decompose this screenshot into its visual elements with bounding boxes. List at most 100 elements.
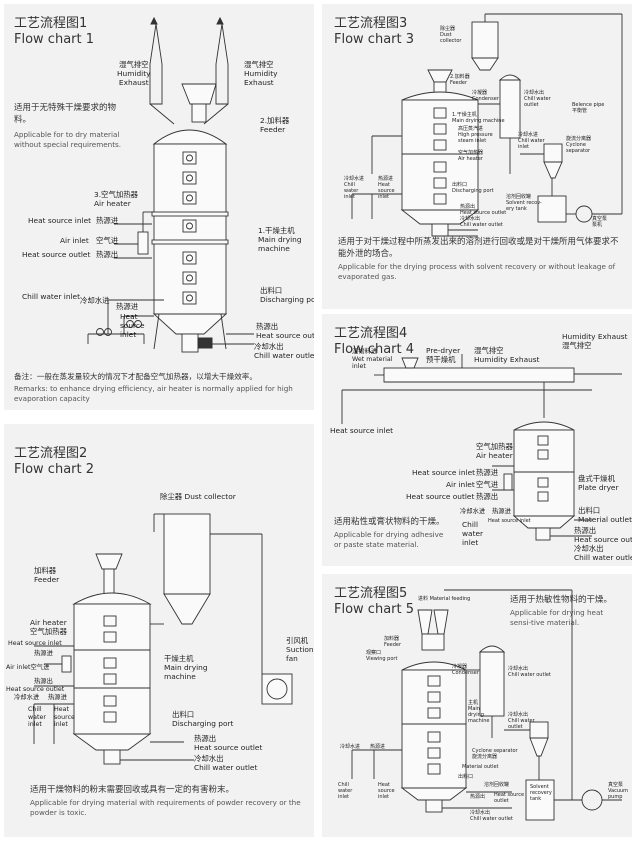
panel1-title-en: Flow chart 1 [14, 32, 95, 47]
p1-heat-source-inlet: Heat source inlet [28, 216, 92, 225]
p1-heat-source-outlet2: 热源出 Heat source outlet [256, 322, 314, 340]
p5-condenser: 冷凝器 Condenser [452, 664, 479, 676]
p2-chill-water-outlet: 冷却水出 Chill water outlet [194, 754, 258, 772]
panel5-title-cn: 工艺流程图5 [334, 586, 408, 601]
panel2-title-en: Flow chart 2 [14, 462, 95, 477]
p2-main-machine: 干燥主机 Main drying machine [164, 654, 208, 681]
panel4-diagram [341, 354, 622, 541]
p2-feeder: 加料器 Feeder [34, 566, 60, 584]
p2-heat-source-in-cn: 热源进 [48, 694, 67, 701]
panel-flow-chart-5: 工艺流程图5 Flow chart 5 适用于热敏性物料的干燥。 Applica… [322, 574, 632, 837]
p5-material-outlet: Material outlet [462, 764, 499, 770]
p2-air-inlet: Air inlet空气进 [6, 664, 50, 671]
p4-material-outlet: 出料口 Material outlet [578, 506, 632, 524]
panel5-desc-en: Applicable for drying heat sensi-tive ma… [510, 608, 604, 627]
p3-solvent-recovery: 溶剂回收罐 Solvent recov- ery tank [506, 194, 542, 212]
p3-dust-collector: 除尘器 Dust collector [440, 26, 462, 44]
p5-heat-source-outlet-cn: 热源出 [470, 794, 486, 800]
p3-chill-water-inlet-left: 冷却水进 Chill water inlet [344, 176, 365, 200]
p3-high-pressure-steam: 高压蒸汽进 High pressure steam inlet [458, 126, 493, 144]
p2-air-heater: Air heater 空气加热器 [30, 618, 67, 636]
p2-chill-water-inlet-cn: 冷却水进 [14, 694, 40, 701]
p5-heat-source-inlet: Heat source inlet [378, 782, 395, 800]
panel1-note-cn: 备注：一般在蒸发量较大的情况下才配备空气加热器，以增大干燥效率。 [14, 372, 257, 381]
panel-flow-chart-3: 工艺流程图3 Flow chart 3 [322, 4, 632, 309]
p4-humidity-exhaust-right: Humidity Exhaust 湿气排空 [562, 332, 628, 350]
p1-air-heater: 3.空气加热器 Air heater [94, 190, 139, 208]
p3-chill-water-outlet: 冷却水出 Chill water outlet [524, 90, 551, 108]
p4-humidity-exhaust: 湿气排空 Humidity Exhaust [474, 346, 540, 364]
p4-heat-source-inlet-top: Heat source inlet [330, 426, 394, 435]
panel2-desc-en: Applicable for drying material with requ… [30, 798, 301, 817]
panel1-title-cn: 工艺流程图1 [14, 16, 88, 31]
p1-heat-source-outlet: Heat source outlet [22, 250, 91, 259]
p3-cyclone: 旋流分离器 Cyclone separator [566, 136, 592, 154]
p5-cyclone: Cyclone separator 旋流分离器 [472, 748, 518, 760]
p2-dust-collector: 除尘器 Dust collector [160, 492, 236, 501]
panel-flow-chart-2: 工艺流程图2 Flow chart 2 [4, 424, 314, 837]
p2-chill-water-inlet: Chill water inlet [28, 706, 46, 728]
p5-heat-source-in-cn: 热源进 [370, 744, 386, 750]
p5-chill-water-inlet-cn: 冷却水进 [340, 744, 361, 750]
p1-humidity-exhaust-left: 湿气排空 Humidity Exhaust [117, 60, 151, 87]
panel3-title-en: Flow chart 3 [334, 32, 415, 47]
panel1-note-en: Remarks: to enhance drying efficiency, a… [14, 384, 293, 403]
p4-chill-water-outlet: 冷却水出 Chill water outlet [574, 544, 632, 562]
panel5-desc-cn: 适用于热敏性物料的干燥。 [510, 595, 613, 605]
p5-feeder: 加料器 Feeder [384, 636, 402, 648]
p4-heat-source-inlet-cn: 热源进 [476, 468, 499, 477]
p1-air-inlet-cn: 空气进 [96, 236, 119, 245]
p5-chill-water-outlet: 冷却水出 Chill water outlet [508, 666, 551, 678]
p4-heat-source-inlet-small: Heat source inlet [488, 518, 531, 524]
panel2-diagram [33, 513, 293, 765]
panel-flow-chart-1: 工艺流程图1 Flow chart 1 适用于无特殊干燥要求的物料。 Appli… [4, 4, 314, 410]
p5-discharge-port-cn: 出料口 [458, 774, 474, 780]
p5-chill-water-outlet2: 冷却水出 Chill water outlet [508, 712, 535, 730]
panel5-title-en: Flow chart 5 [334, 602, 415, 617]
p4-air-inlet: Air inlet [446, 480, 475, 489]
p5-chill-water-outlet3: 冷却水出 Chill water outlet [470, 810, 513, 822]
p3-chill-water-inlet: 冷却水进 Chill water inlet [518, 132, 545, 150]
panel1-diagram [87, 16, 254, 353]
p3-condenser: 冷凝器 Condenser [472, 90, 499, 102]
p3-air-heater: 空气加热器 Air heater [458, 150, 484, 162]
p4-air-heater: 空气加热器 Air heater [476, 442, 513, 460]
p3-balance-pipe: Belence pipe 平衡管 [572, 102, 605, 114]
p2-heat-source-inlet2: Heat source inlet [54, 706, 75, 728]
panel1-desc-en: Applicable for to dry material without s… [14, 130, 122, 149]
p1-main-machine: 1.干燥主机 Main drying machine [258, 226, 302, 253]
panel4-desc-cn: 适用粘性或膏状物料的干燥。 [334, 517, 445, 527]
panel2-title-cn: 工艺流程图2 [14, 446, 88, 461]
p1-air-inlet: Air inlet [60, 236, 89, 245]
p5-vacuum-pump: 真空泵 Vacuum pump [608, 782, 629, 800]
p5-main-machine: 主机 Main drying machine [468, 700, 490, 724]
p3-vacuum-pump: 真空泵 泵机 [592, 216, 608, 228]
p1-heat-source-inlet-cn: 热源进 [96, 216, 119, 225]
p1-chill-water-inlet: Chill water inlet [22, 292, 80, 301]
p5-material-feeding: 进料 Material feeding [418, 596, 471, 602]
panel3-diagram [351, 13, 623, 237]
p5-chill-water-inlet: Chill water inlet [338, 782, 353, 800]
p1-heat-source-outlet-cn: 热源出 [96, 250, 119, 259]
p5-viewing-port: 观察口 Viewing port [366, 650, 398, 662]
p4-wet-material-inlet: 湿物料进 Wet material inlet [352, 348, 393, 370]
panel-flow-chart-4: 工艺流程图4 Flow chart 4 湿物料进 [322, 314, 632, 566]
panel2-desc-cn: 适用干燥物料的粉末需要回收或具有一定的有害粉末。 [30, 785, 235, 795]
p3-heat-source-outlet: 热源出 Heat source outlet [460, 204, 507, 216]
p5-solvent-recovery-tank: Solvent recovery tank [530, 784, 552, 802]
p2-heat-source-outlet: Heat source outlet [6, 686, 65, 693]
p1-heat-source-inlet2: Heat source inlet [120, 312, 145, 339]
panel3-desc-en: Applicable for the drying process with s… [338, 262, 616, 281]
p2-heat-source-inlet: Heat source inlet [8, 640, 62, 647]
panel5-diagram [351, 589, 622, 821]
panel3-title-cn: 工艺流程图3 [334, 16, 408, 31]
panel3-desc-cn: 适用于对干燥过程中所蒸发出来的溶剂进行回收或是对干燥所用气体要求不能外泄的场合。 [338, 237, 619, 259]
p1-chill-water-inlet-cn: 冷却水进 [80, 296, 110, 305]
p1-chill-water-outlet: 冷却水出 Chill water outlet [254, 342, 314, 360]
p1-discharging-port: 出料口 Discharging port [260, 286, 314, 304]
p4-heat-source-outlet2: 热源出 Heat source outle [574, 526, 632, 544]
p3-chill-water-outlet2: 冷却水出 Chill water outlet [460, 216, 503, 228]
panel1-desc-cn: 适用于无特殊干燥要求的物料。 [14, 103, 117, 125]
p4-heat-source-inlet: Heat source inlet [412, 468, 476, 477]
p3-feeder: 2.加料器 Feeder [450, 74, 470, 86]
